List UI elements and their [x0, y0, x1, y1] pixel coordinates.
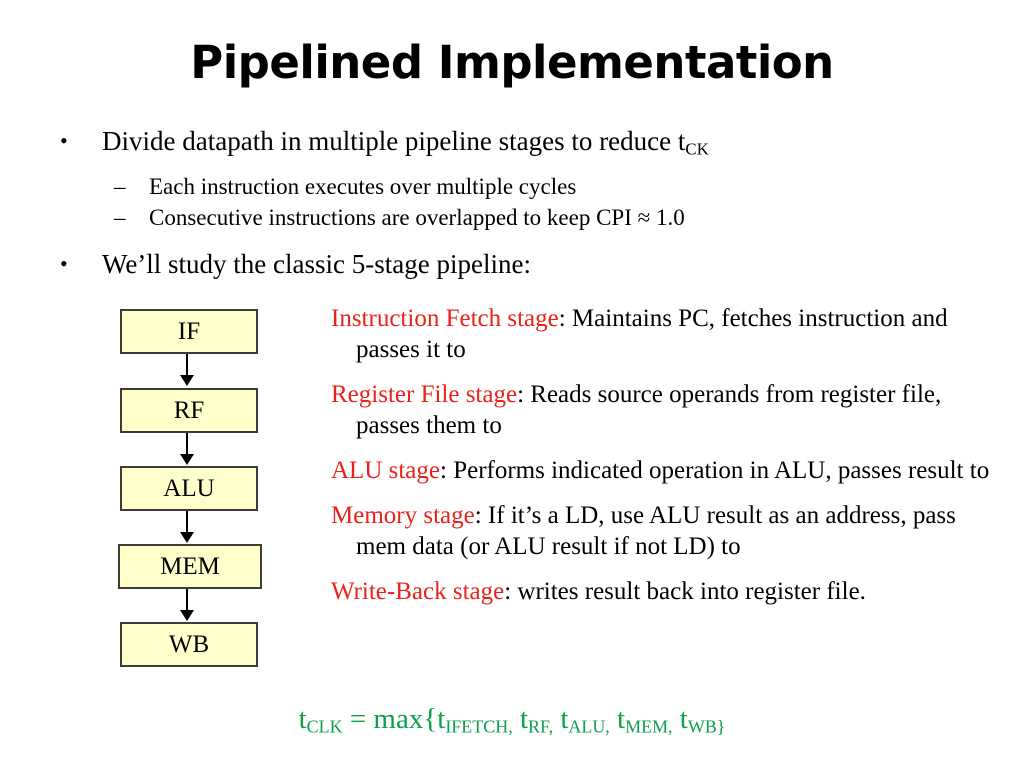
formula-operator: = max{ — [342, 703, 438, 735]
pipeline-diagram: IF RF ALU MEM WB — [118, 309, 278, 667]
bullet-text-3: Consecutive instructions are overlapped … — [149, 204, 685, 230]
page-title: Pipelined Implementation — [190, 36, 834, 89]
pipeline-arrow-line — [186, 354, 188, 379]
formula-term-rf-var: t — [519, 703, 529, 735]
formula-lhs-subscript: CLK — [306, 716, 343, 737]
formula-term-alu-var: t — [560, 703, 569, 735]
stage-description-body: : If it’s a LD, use ALU result as an add… — [356, 502, 956, 560]
bullet-marker-dot: • — [60, 128, 68, 153]
formula-term-ifetch-sub: IFETCH, — [445, 716, 513, 737]
pipeline-arrow-line — [186, 433, 188, 458]
stage-name-label: Write-Back stage — [331, 578, 505, 605]
pipeline-arrow-line — [186, 511, 188, 536]
bullet-text-1: Divide datapath in multiple pipeline sta… — [102, 126, 686, 156]
stage-description-body: : Performs indicated operation in ALU, p… — [440, 457, 990, 484]
bullet-list: • Divide datapath in multiple pipeline st… — [56, 124, 996, 285]
bullet-text-4: We’ll study the classic 5-stage pipeline… — [102, 248, 531, 279]
bullet-item-4: • We’ll study the classic 5-stage pipelin… — [56, 247, 996, 281]
pipeline-arrow-head-icon — [180, 454, 194, 465]
stage-description-wb: Write-Back stage: writes result back int… — [331, 576, 1001, 607]
formula-term-mem-var: t — [617, 703, 626, 735]
formula-term-alu-sub: ALU, — [568, 716, 610, 737]
stage-name-label: Instruction Fetch stage — [331, 305, 559, 332]
pipeline-stage-label: IF — [177, 318, 201, 345]
bullet-item-1: • Divide datapath in multiple pipeline st… — [56, 124, 996, 167]
bullet-item-2: –Each instruction executes over multiple… — [56, 171, 996, 202]
pipeline-stage-box-rf: RF — [120, 388, 258, 433]
stage-name-label: Register File stage — [331, 381, 518, 408]
pipeline-stage-box-mem: MEM — [118, 544, 262, 589]
stage-description-body: : Reads source operands from register fi… — [356, 381, 942, 439]
bullet-item-3: –Consecutive instructions are overlapped… — [56, 202, 996, 233]
pipeline-stage-box-if: IF — [120, 309, 258, 354]
pipeline-stage-label: RF — [173, 397, 205, 424]
bullet-text-2: Each instruction executes over multiple … — [149, 173, 577, 199]
pipeline-arrow-head-icon — [180, 375, 194, 386]
stage-description-list: Instruction Fetch stage: Maintains PC, f… — [331, 303, 1001, 621]
stage-description-if: Instruction Fetch stage: Maintains PC, f… — [331, 303, 1001, 365]
formula-term-ifetch-var: t — [437, 703, 446, 735]
bullet-marker-dash: – — [114, 204, 126, 230]
formula-term-wb-var: t — [679, 703, 688, 735]
clock-period-formula: tCLK = max{tIFETCH, tRF, tALU, tMEM, tWB… — [0, 703, 1024, 737]
stage-description-mem: Memory stage: If it’s a LD, use ALU resu… — [331, 500, 1001, 562]
subscript-ck: CK — [685, 139, 709, 159]
pipeline-stage-box-wb: WB — [120, 622, 258, 667]
bullet-marker-dash: – — [114, 173, 126, 199]
bullet-marker-dot: • — [60, 250, 68, 276]
pipeline-arrow-head-icon — [180, 610, 194, 621]
formula-term-rf-sub: RF, — [528, 716, 554, 737]
formula-term-mem-sub: MEM, — [625, 716, 673, 737]
pipeline-stage-label: ALU — [163, 475, 215, 502]
pipeline-arrow-line — [186, 589, 188, 614]
formula-lhs-var: t — [298, 703, 307, 735]
pipeline-stage-label: MEM — [160, 553, 220, 580]
stage-name-label: Memory stage — [331, 502, 475, 529]
pipeline-stage-box-alu: ALU — [120, 466, 258, 511]
formula-term-wb-sub: WB} — [687, 716, 726, 737]
stage-description-alu: ALU stage: Performs indicated operation … — [331, 455, 1001, 486]
stage-description-body: : Maintains PC, fetches instruction and … — [356, 305, 948, 363]
pipeline-arrow-head-icon — [180, 532, 194, 543]
stage-name-label: ALU stage — [331, 457, 440, 484]
stage-description-rf: Register File stage: Reads source operan… — [331, 379, 1001, 441]
pipeline-stage-label: WB — [168, 631, 210, 658]
stage-description-body: : writes result back into register file. — [504, 578, 866, 605]
